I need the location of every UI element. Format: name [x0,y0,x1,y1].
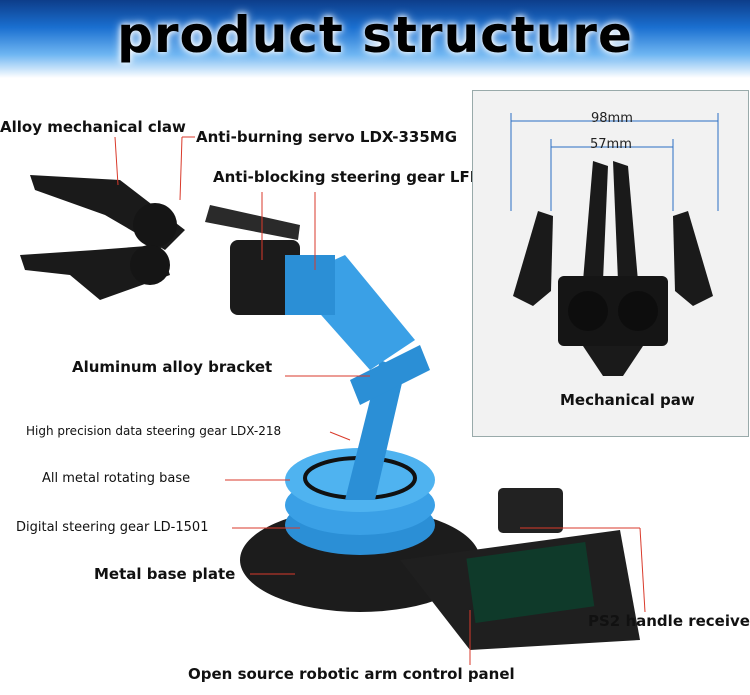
lower-arm-bracket [345,360,405,500]
label-digital-gear: Digital steering gear LD-1501 [16,520,209,535]
claw-gear-top [133,203,177,247]
label-anti-burning-servo: Anti-burning servo LDX-335MG [196,128,458,146]
ps2-receiver-box [498,488,563,533]
wrist-cable [205,205,300,240]
label-alloy-claw: Alloy mechanical claw [0,118,186,136]
leader-lines [114,136,646,665]
page-title: product structure [117,6,633,64]
label-anti-blocking-gear: Anti-blocking steering gear LFD-06 [213,168,510,186]
claw-gear-bottom [130,245,170,285]
label-high-precision-gear: High precision data steering gear LDX-21… [26,424,282,438]
paw-right-finger [673,211,713,306]
paw-left-finger [513,211,553,306]
mechanical-paw-drawing [510,113,719,376]
shoulder-servo [285,255,335,315]
control-board [466,541,595,624]
label-aluminum-bracket: Aluminum alloy bracket [72,358,273,376]
mechanical-paw-inset: 98mm 57mm Mechanical paw [472,90,749,437]
paw-width-outer: 98mm [591,111,633,126]
mid-arm-bracket [350,345,430,405]
label-control-panel: Open source robotic arm control panel [188,665,515,683]
label-ps2-receiver: PS2 handle receive [588,612,750,630]
label-base-plate: Metal base plate [94,565,236,583]
paw-gear-left [568,291,608,331]
upper-servo [230,240,300,315]
paw-center-right [613,161,638,281]
paw-center-left [583,161,608,281]
paw-caption: Mechanical paw [560,391,695,409]
paw-gear-right [618,291,658,331]
label-rotating-base: All metal rotating base [42,471,191,486]
title-banner: product structure [0,0,750,78]
paw-mount [583,346,643,376]
paw-width-inner: 57mm [590,137,632,152]
